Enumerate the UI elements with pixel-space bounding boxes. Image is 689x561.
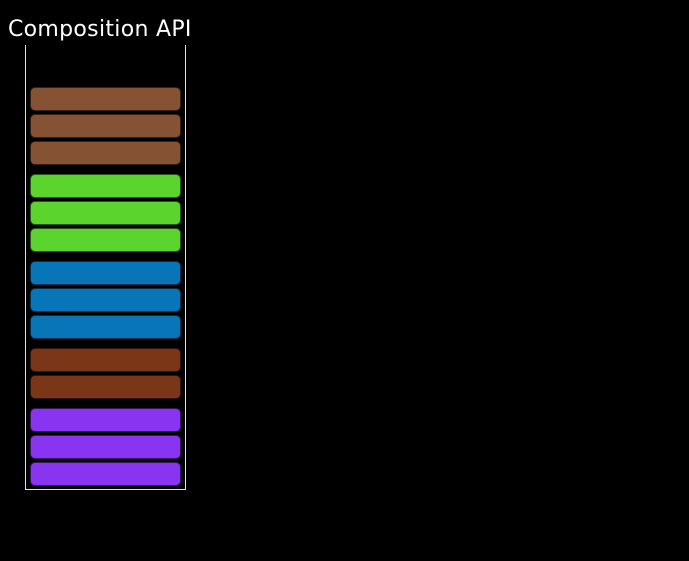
code-block: [30, 408, 181, 432]
code-block: [30, 114, 181, 138]
code-block-group-concern-1: [30, 87, 181, 165]
code-block: [30, 462, 181, 486]
code-block: [30, 87, 181, 111]
code-block: [30, 228, 181, 252]
code-block-group-concern-4: [30, 348, 181, 399]
code-block-group-concern-2: [30, 174, 181, 252]
code-block: [30, 315, 181, 339]
code-block: [30, 435, 181, 459]
code-block: [30, 348, 181, 372]
code-block: [30, 141, 181, 165]
composition-column-frame: [25, 45, 186, 490]
page-title: Composition API: [8, 17, 192, 42]
code-block: [30, 288, 181, 312]
code-block: [30, 375, 181, 399]
code-block: [30, 174, 181, 198]
code-block: [30, 261, 181, 285]
code-block: [30, 201, 181, 225]
code-block-groups: [30, 87, 181, 486]
code-block-group-concern-5: [30, 408, 181, 486]
code-block-group-concern-3: [30, 261, 181, 339]
